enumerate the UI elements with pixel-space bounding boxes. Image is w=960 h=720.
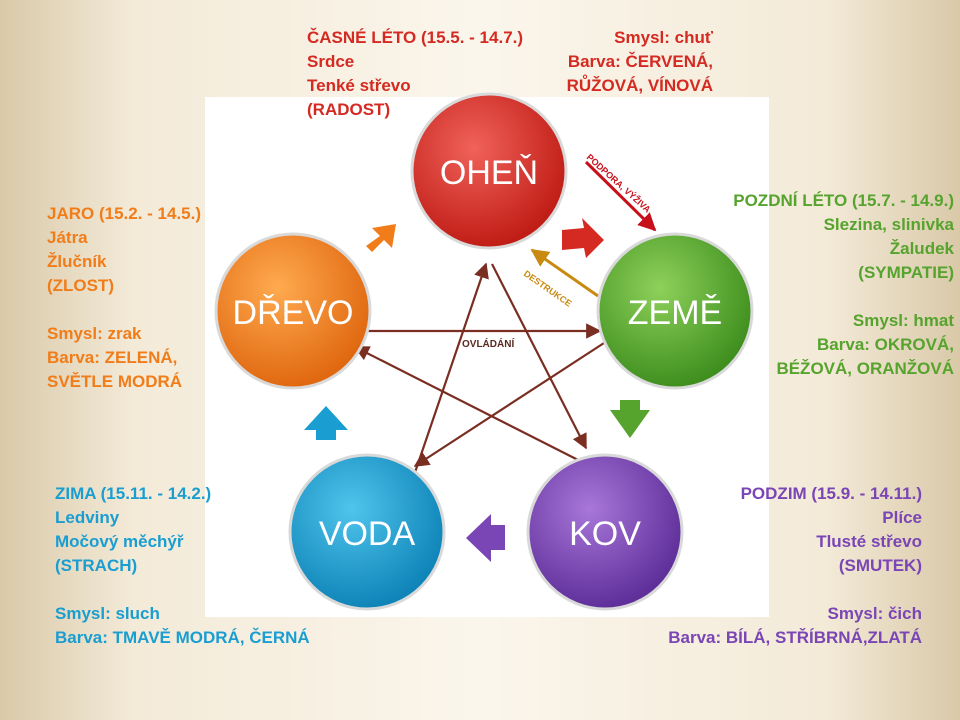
early-summer-title: ČASNÉ LÉTO (15.5. - 14.7.) — [307, 28, 524, 47]
winter-organ: Ledviny — [55, 508, 120, 527]
element-wood: DŘEVO — [214, 232, 372, 390]
season-spring: JARO (15.2. - 14.5.) Játra Žlučník (ZLOS… — [47, 202, 201, 394]
early-summer-organ: Srdce — [307, 52, 355, 71]
spring-color: SVĚTLE MODRÁ — [47, 372, 183, 391]
autumn-organ: Tlusté střevo — [816, 532, 922, 551]
spring-organ: Játra — [47, 228, 88, 247]
season-winter: ZIMA (15.11. - 14.2.) Ledviny Močový měc… — [55, 482, 310, 650]
autumn-emotion: (SMUTEK) — [838, 556, 922, 575]
late-summer-sense: Smysl: hmat — [852, 311, 954, 330]
autumn-color: Barva: BÍLÁ, STŘÍBRNÁ,ZLATÁ — [668, 628, 922, 647]
cycle-arrow-metal-water — [466, 514, 505, 562]
late-summer-color: Barva: OKROVÁ, — [817, 335, 954, 354]
element-metal: KOV — [526, 453, 684, 611]
winter-sense: Smysl: sluch — [55, 604, 160, 623]
element-fire: OHEŇ — [410, 92, 568, 250]
element-fire-label: OHEŇ — [440, 154, 538, 192]
autumn-organ: Plíce — [882, 508, 922, 527]
spring-emotion: (ZLOST) — [47, 276, 115, 295]
spring-color: Barva: ZELENÁ, — [47, 348, 178, 367]
early-summer-sense: Smysl: chuť — [614, 28, 713, 47]
control-arrow-fire-metal — [491, 263, 587, 450]
winter-title: ZIMA (15.11. - 14.2.) — [55, 484, 212, 503]
season-early-summer: ČASNÉ LÉTO (15.5. - 14.7.) Smysl: chuť S… — [307, 26, 713, 122]
destruction-arrow — [530, 248, 599, 298]
element-water: VODA — [288, 453, 446, 611]
control-arrow-earth-water — [413, 342, 605, 467]
late-summer-organ: Žaludek — [889, 239, 954, 258]
late-summer-emotion: (SYMPATIE) — [858, 263, 954, 282]
season-autumn: PODZIM (15.9. - 14.11.) Plíce Tlusté stř… — [668, 482, 922, 650]
control-arrows — [353, 262, 605, 488]
early-summer-organ: Tenké střevo — [307, 76, 411, 95]
element-wood-label: DŘEVO — [233, 294, 354, 332]
late-summer-title: POZDNÍ LÉTO (15.7. - 14.9.) — [733, 191, 954, 210]
control-arrow-metal-wood — [353, 346, 587, 465]
late-summer-organ: Slezina, slinivka — [823, 215, 954, 234]
winter-emotion: (STRACH) — [55, 556, 138, 575]
element-metal-label: KOV — [569, 515, 641, 553]
late-summer-color: BÉŽOVÁ, ORANŽOVÁ — [776, 359, 954, 378]
cycle-arrow-fire-earth — [562, 218, 604, 258]
support-label: PODPORA, VÝŽIVA — [585, 151, 654, 215]
control-arrow-water-fire — [408, 262, 489, 488]
element-earth: ZEMĚ — [596, 232, 754, 390]
early-summer-color: RŮŽOVÁ, VÍNOVÁ — [566, 76, 713, 95]
element-water-label: VODA — [319, 515, 416, 553]
control-label: OVLÁDÁNÍ — [462, 337, 514, 350]
cycle-arrow-wood-fire — [366, 224, 396, 252]
spring-sense: Smysl: zrak — [47, 324, 142, 343]
autumn-title: PODZIM (15.9. - 14.11.) — [740, 484, 922, 503]
spring-organ: Žlučník — [47, 252, 107, 271]
element-earth-label: ZEMĚ — [628, 294, 722, 332]
autumn-sense: Smysl: čich — [827, 604, 923, 623]
cycle-arrow-water-wood — [304, 406, 348, 440]
winter-organ: Močový měchýř — [55, 532, 184, 551]
early-summer-emotion: (RADOST) — [307, 100, 391, 119]
support-arrow — [584, 160, 657, 232]
spring-title: JARO (15.2. - 14.5.) — [47, 204, 202, 223]
cycle-arrow-earth-metal — [610, 400, 650, 438]
season-late-summer: POZDNÍ LÉTO (15.7. - 14.9.) Slezina, sli… — [733, 189, 954, 381]
winter-color: Barva: TMAVĚ MODRÁ, ČERNÁ — [55, 628, 310, 647]
early-summer-color: Barva: ČERVENÁ, — [567, 52, 713, 71]
